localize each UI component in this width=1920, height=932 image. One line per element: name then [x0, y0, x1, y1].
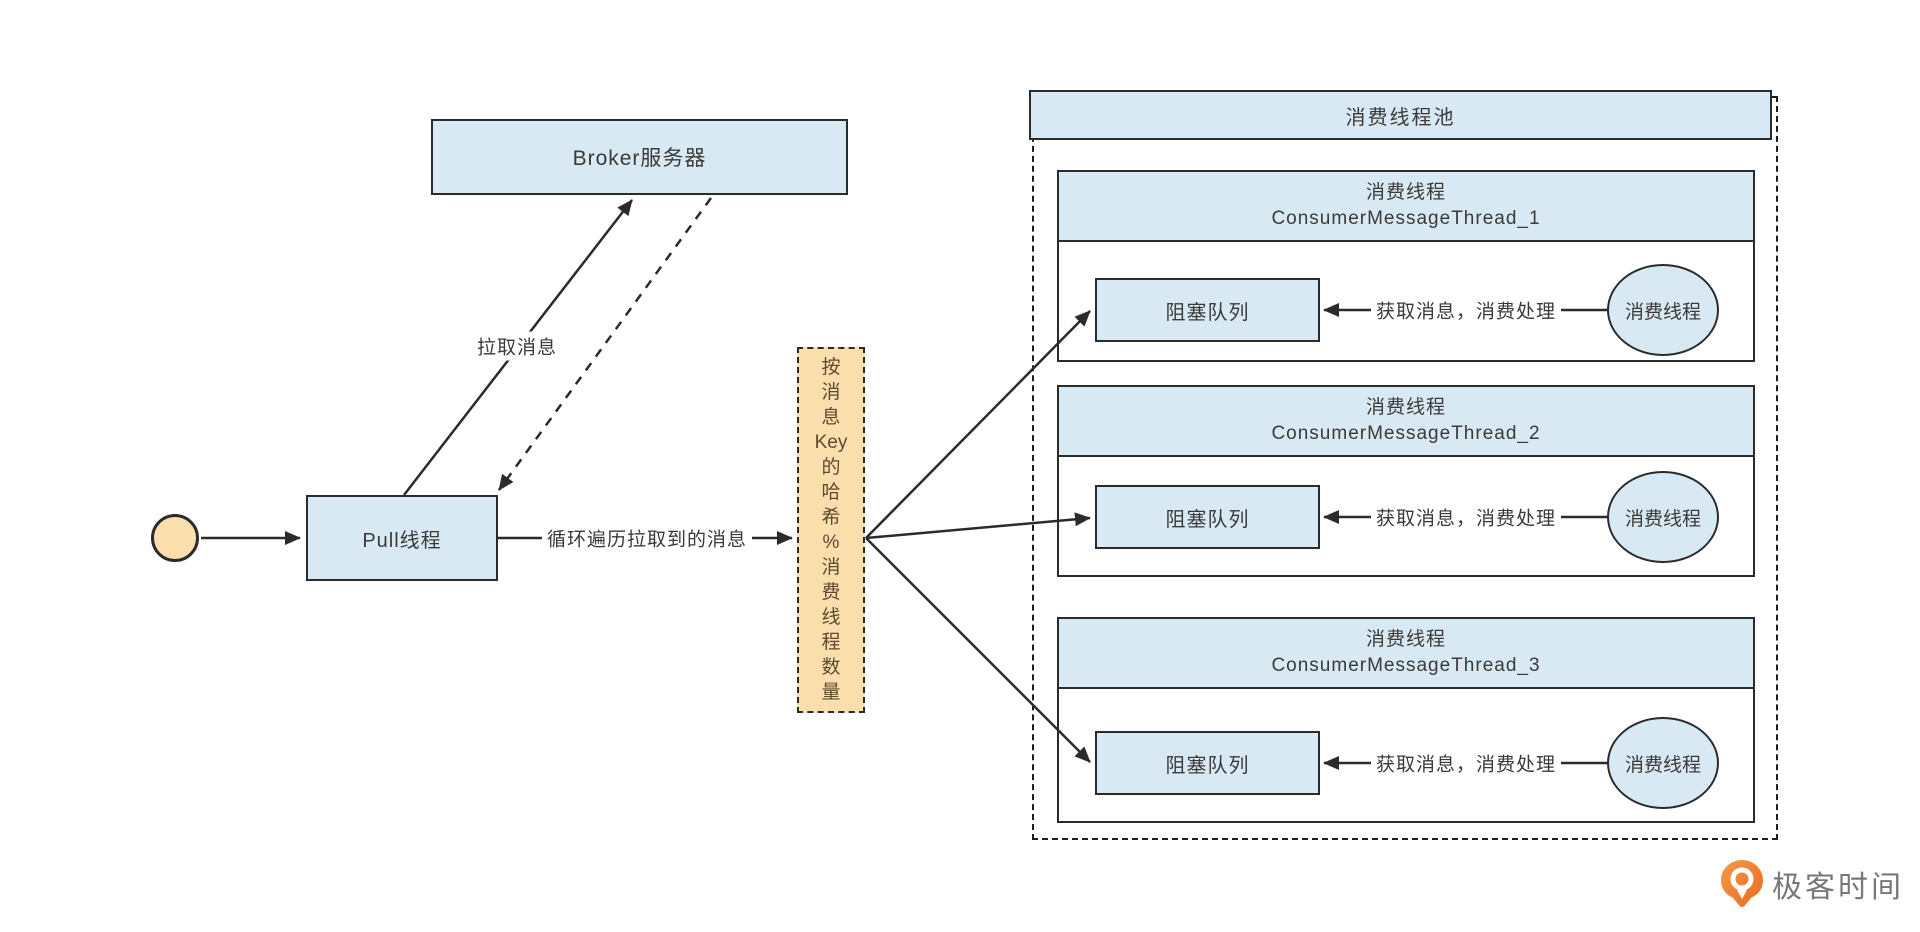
hash-strategy-box: 按 消 息 Key 的 哈 希 % 消 费 线 程 数 量 [797, 347, 865, 713]
thread-3-title: 消费线程 [1365, 629, 1446, 650]
geektime-logo: 极客时间 [1720, 858, 1904, 910]
geektime-logo-text: 极客时间 [1772, 871, 1904, 904]
consumer-worker-2: 消费线程 [1607, 471, 1719, 563]
broker-box: Broker服务器 [431, 119, 848, 195]
geektime-logo-icon [1721, 860, 1763, 907]
thread-2-title: 消费线程 [1365, 397, 1446, 418]
start-node [151, 514, 199, 562]
thread-2-header: 消费线程 ConsumerMessageThread_2 [1059, 387, 1753, 457]
edge-label-loop-message: 循环遍历拉取到的消息 [541, 523, 753, 553]
broker-label: Broker服务器 [572, 147, 707, 170]
consumer-thread-pool-title: 消费线程池 [1029, 90, 1772, 140]
pull-thread-box: Pull线程 [306, 495, 498, 581]
consumer-worker-3: 消费线程 [1607, 717, 1719, 809]
edge-label-fetch-consume-2: 获取消息，消费处理 [1370, 502, 1562, 532]
edge-label-fetch-consume-1: 获取消息，消费处理 [1370, 295, 1562, 325]
thread-1-subtitle: ConsumerMessageThread_1 [1271, 208, 1541, 229]
thread-2-subtitle: ConsumerMessageThread_2 [1271, 423, 1541, 444]
consumer-worker-1: 消费线程 [1607, 264, 1719, 356]
blocking-queue-3: 阻塞队列 [1095, 731, 1320, 795]
pull-thread-label: Pull线程 [362, 529, 442, 552]
blocking-queue-2: 阻塞队列 [1095, 485, 1320, 549]
blocking-queue-1: 阻塞队列 [1095, 278, 1320, 342]
edge-label-pull-message: 拉取消息 [471, 331, 563, 361]
edge-label-fetch-consume-3: 获取消息，消费处理 [1370, 748, 1562, 778]
thread-1-title: 消费线程 [1365, 182, 1446, 203]
thread-3-subtitle: ConsumerMessageThread_3 [1271, 655, 1541, 676]
thread-1-header: 消费线程 ConsumerMessageThread_1 [1059, 172, 1753, 242]
thread-3-header: 消费线程 ConsumerMessageThread_3 [1059, 619, 1753, 689]
